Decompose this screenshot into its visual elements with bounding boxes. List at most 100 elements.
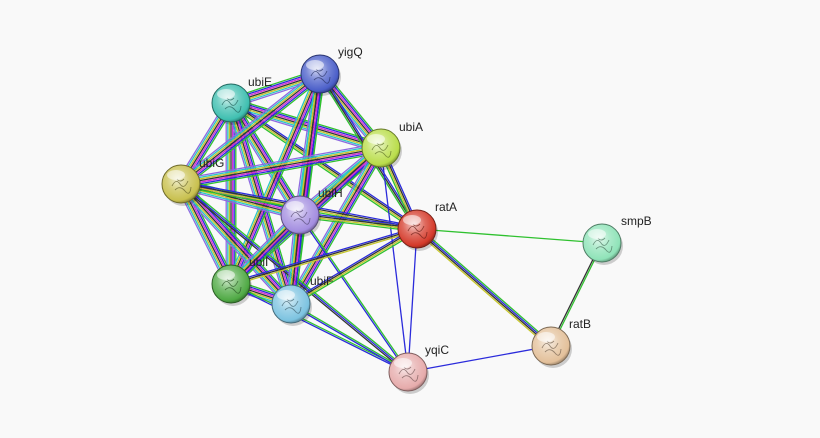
node-label-ubiA: ubiA xyxy=(399,120,423,134)
edge-ubiA-ubiG-violet xyxy=(180,142,381,180)
node-highlight xyxy=(588,229,606,239)
edge-ubiH-ratA-blue xyxy=(300,211,418,228)
edge-ubiH-ratA-black xyxy=(300,213,418,229)
node-ubiI[interactable] xyxy=(211,264,252,306)
node-highlight xyxy=(217,89,235,99)
edge-ratA-yqiC-blue xyxy=(407,228,418,373)
node-sphere-ubiI[interactable] xyxy=(211,264,251,304)
edge-ubiG-ubiF-black xyxy=(180,183,292,305)
node-sphere-ratA[interactable] xyxy=(397,209,437,249)
edge-ubiF-yqiC-green xyxy=(291,302,409,372)
node-sphere-ubiA[interactable] xyxy=(361,128,401,168)
node-label-ratB: ratB xyxy=(569,317,591,331)
edge-ubiA-ubiF-violet xyxy=(286,145,378,302)
edge-ubiA-ubiG-magenta xyxy=(181,148,382,187)
node-yigQ[interactable] xyxy=(300,54,341,96)
edge-ubiI-ratA-black xyxy=(230,228,418,285)
edge-ubiA-ubiF-blue xyxy=(293,149,385,306)
edge-ratA-ratB-blue xyxy=(417,227,552,346)
node-sphere-yigQ[interactable] xyxy=(300,54,340,94)
node-highlight xyxy=(277,290,295,300)
node-sphere-ubiF[interactable] xyxy=(271,284,311,324)
node-ubiA[interactable] xyxy=(361,128,402,170)
node-label-smpB: smpB xyxy=(621,214,652,228)
node-sphere-ratB[interactable] xyxy=(531,326,571,366)
edge-ubiA-ubiF-black xyxy=(290,147,382,305)
edge-ubiF-yqiC-blue xyxy=(290,304,408,374)
edge-ubiE-ubiA-magenta xyxy=(231,100,382,148)
edge-yigQ-ubiG-cyan xyxy=(178,70,319,183)
node-label-yigQ: yigQ xyxy=(338,45,363,59)
node-highlight xyxy=(367,134,385,144)
edge-ubiE-ubiA-violet xyxy=(229,106,380,154)
edge-yigQ-ubiG-yellow xyxy=(179,72,320,184)
edge-ubiG-yqiC-blue xyxy=(180,183,409,373)
edge-ubiI-ratA-yellow xyxy=(231,229,418,287)
edge-ubiF-ratA-black xyxy=(290,227,417,304)
edge-ubiA-ubiF-yellow xyxy=(289,146,381,304)
edge-yigQ-ubiG-magenta xyxy=(181,74,322,186)
edge-ubiE-ratA-green xyxy=(229,104,417,232)
edge-ratA-ratB-black xyxy=(416,229,551,348)
edge-yqiC-ratB-blue xyxy=(407,345,552,373)
edge-ubiG-ubiF-yellow xyxy=(179,184,291,306)
node-sphere-smpB[interactable] xyxy=(582,223,622,263)
edge-ubiA-ubiG-green xyxy=(181,152,382,190)
edge-ratA-ratB-yellow xyxy=(414,230,550,349)
edge-yigQ-ubiG-violet xyxy=(177,69,318,181)
edge-yigQ-ubiG-blue xyxy=(182,75,323,188)
edge-ubiG-ubiH-cyan xyxy=(180,186,300,219)
edge-ubiA-yqiC-blue xyxy=(380,147,409,373)
node-label-ratA: ratA xyxy=(435,200,457,214)
node-smpB[interactable] xyxy=(582,223,623,265)
node-highlight xyxy=(306,60,324,70)
node-label-ubiG: ubiG xyxy=(199,156,224,170)
node-ubiH[interactable] xyxy=(280,195,321,237)
node-highlight xyxy=(394,358,412,368)
node-label-ubiF: ubiF xyxy=(310,274,333,288)
edge-yigQ-ubiH-violet xyxy=(294,73,316,215)
edge-ubiE-ubiH-yellow xyxy=(229,103,300,217)
edge-ubiH-yqiC-blue xyxy=(298,215,408,373)
edge-ubiI-ratA-blue xyxy=(230,226,417,284)
node-highlight xyxy=(537,332,555,342)
edge-ubiA-ubiF-cyan xyxy=(287,146,379,303)
node-ratB[interactable] xyxy=(531,326,572,368)
edge-ubiH-ratA-yellow xyxy=(299,215,417,231)
node-yqiC[interactable] xyxy=(388,352,429,394)
node-sphere-yqiC[interactable] xyxy=(388,352,428,392)
edge-yigQ-ubiG-black xyxy=(180,73,321,185)
edge-yigQ-ubiG-green xyxy=(183,77,324,189)
node-ubiG[interactable] xyxy=(161,164,202,206)
edge-ubiE-ubiA-black xyxy=(230,102,382,149)
edge-ubiF-ratA-blue xyxy=(289,226,417,303)
edge-ubiA-ubiF-green xyxy=(294,150,386,307)
edge-ubiA-ubiG-cyan xyxy=(180,144,381,182)
node-ubiF[interactable] xyxy=(271,284,312,326)
node-ratA[interactable] xyxy=(397,209,438,251)
edge-ubiE-ubiA-blue xyxy=(231,99,383,146)
edge-ratA-ratB-green xyxy=(418,226,554,345)
edge-ubiE-ubiA-cyan xyxy=(229,105,381,152)
edge-ubiH-yqiC-green xyxy=(300,214,410,372)
node-ubiE[interactable] xyxy=(211,83,252,125)
edge-ubiA-ubiG-black xyxy=(180,147,382,185)
edge-ubiF-ratA-green xyxy=(291,230,419,307)
node-sphere-ubiG[interactable] xyxy=(161,164,201,204)
node-label-ubiH: ubiH xyxy=(318,186,343,200)
node-sphere-ubiH[interactable] xyxy=(280,195,320,235)
edge-ubiE-ubiH-green xyxy=(234,100,305,213)
edge-ubiG-ubiH-violet xyxy=(179,188,299,221)
edge-ratA-smpB-green xyxy=(416,228,603,244)
edge-ubiA-ubiG-blue xyxy=(181,150,382,188)
labels-layer: yigQ ubiE ubiA ubiG ubiH ratA smpB ubiI … xyxy=(199,45,652,357)
node-label-ubiI: ubiI xyxy=(249,255,268,269)
node-highlight xyxy=(167,170,185,180)
node-highlight xyxy=(217,270,235,280)
node-label-ubiE: ubiE xyxy=(248,75,272,89)
node-highlight xyxy=(403,215,421,225)
edge-ubiG-ubiF-cyan xyxy=(178,185,290,307)
node-sphere-ubiE[interactable] xyxy=(211,83,251,123)
edge-ubiA-ubiG-yellow xyxy=(180,145,381,184)
